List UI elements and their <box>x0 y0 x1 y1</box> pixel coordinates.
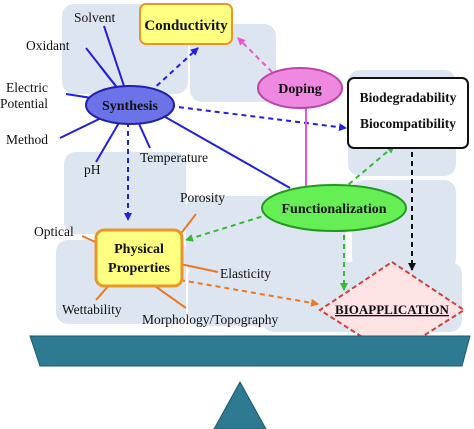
physical-label-line1: Physical <box>114 242 164 257</box>
potential-label: Potential <box>0 96 48 111</box>
doping-node: Doping <box>257 67 343 109</box>
panel-mid-left <box>64 152 186 234</box>
wettability-label: Wettability <box>62 302 122 317</box>
synthesis-factor-labels: Solvent Oxidant Electric Potential Metho… <box>0 10 208 177</box>
arrow-functionalization-bio <box>341 145 395 191</box>
spoke-elasticity <box>179 263 219 273</box>
functionalization-ellipse <box>261 184 407 232</box>
conductivity-node: Conductivity <box>139 3 233 45</box>
seesaw <box>29 335 471 429</box>
biodegradability-label: Biodegradability <box>360 90 457 105</box>
link-synthesis-functionalization <box>159 113 291 189</box>
porosity-label: Porosity <box>180 190 225 205</box>
oxidant-label: Oxidant <box>26 38 70 53</box>
dashed-arrows <box>124 37 416 307</box>
functionalization-label: Functionalization <box>281 202 386 217</box>
arrow-doping-conductivity <box>237 37 273 73</box>
optical-label: Optical <box>34 224 74 239</box>
bio-properties-node: Biodegradability Biocompatibility <box>347 77 469 149</box>
conductivity-label: Conductivity <box>144 18 228 34</box>
seesaw-plank <box>29 335 471 367</box>
conductivity-box <box>139 3 233 45</box>
biocompatibility-label: Biocompatibility <box>360 116 456 131</box>
spoke-morphology <box>151 283 187 309</box>
temperature-label: Temperature <box>140 150 208 165</box>
synthesis-ellipse <box>85 85 175 125</box>
arrow-synthesis-bio <box>169 105 347 132</box>
bioapplication-label: BIOAPPLICATION <box>335 302 449 317</box>
synthesis-label: Synthesis <box>102 99 159 114</box>
physical-label-line2: Properties <box>108 261 170 276</box>
panel-bottom-center <box>188 264 276 326</box>
arrow-functionalization-physical <box>185 213 271 242</box>
method-label: Method <box>6 132 48 147</box>
physical-properties-box <box>94 228 184 288</box>
doping-ellipse <box>257 67 343 109</box>
ph-label: pH <box>84 162 101 177</box>
property-factor-labels: Optical Porosity Elasticity Wettability … <box>34 190 279 327</box>
functionalization-node: Functionalization <box>261 184 407 232</box>
morphology-label: Morphology/Topography <box>142 312 279 327</box>
arrow-synthesis-conductivity <box>149 47 199 93</box>
physical-properties-node: Physical Properties <box>94 228 184 288</box>
elasticity-label: Elasticity <box>220 266 271 281</box>
doping-label: Doping <box>278 82 322 97</box>
seesaw-fulcrum <box>213 380 267 429</box>
electric-label: Electric <box>6 80 48 95</box>
bio-properties-box <box>347 77 469 149</box>
synthesis-node: Synthesis <box>85 85 175 125</box>
solvent-label: Solvent <box>74 10 116 25</box>
